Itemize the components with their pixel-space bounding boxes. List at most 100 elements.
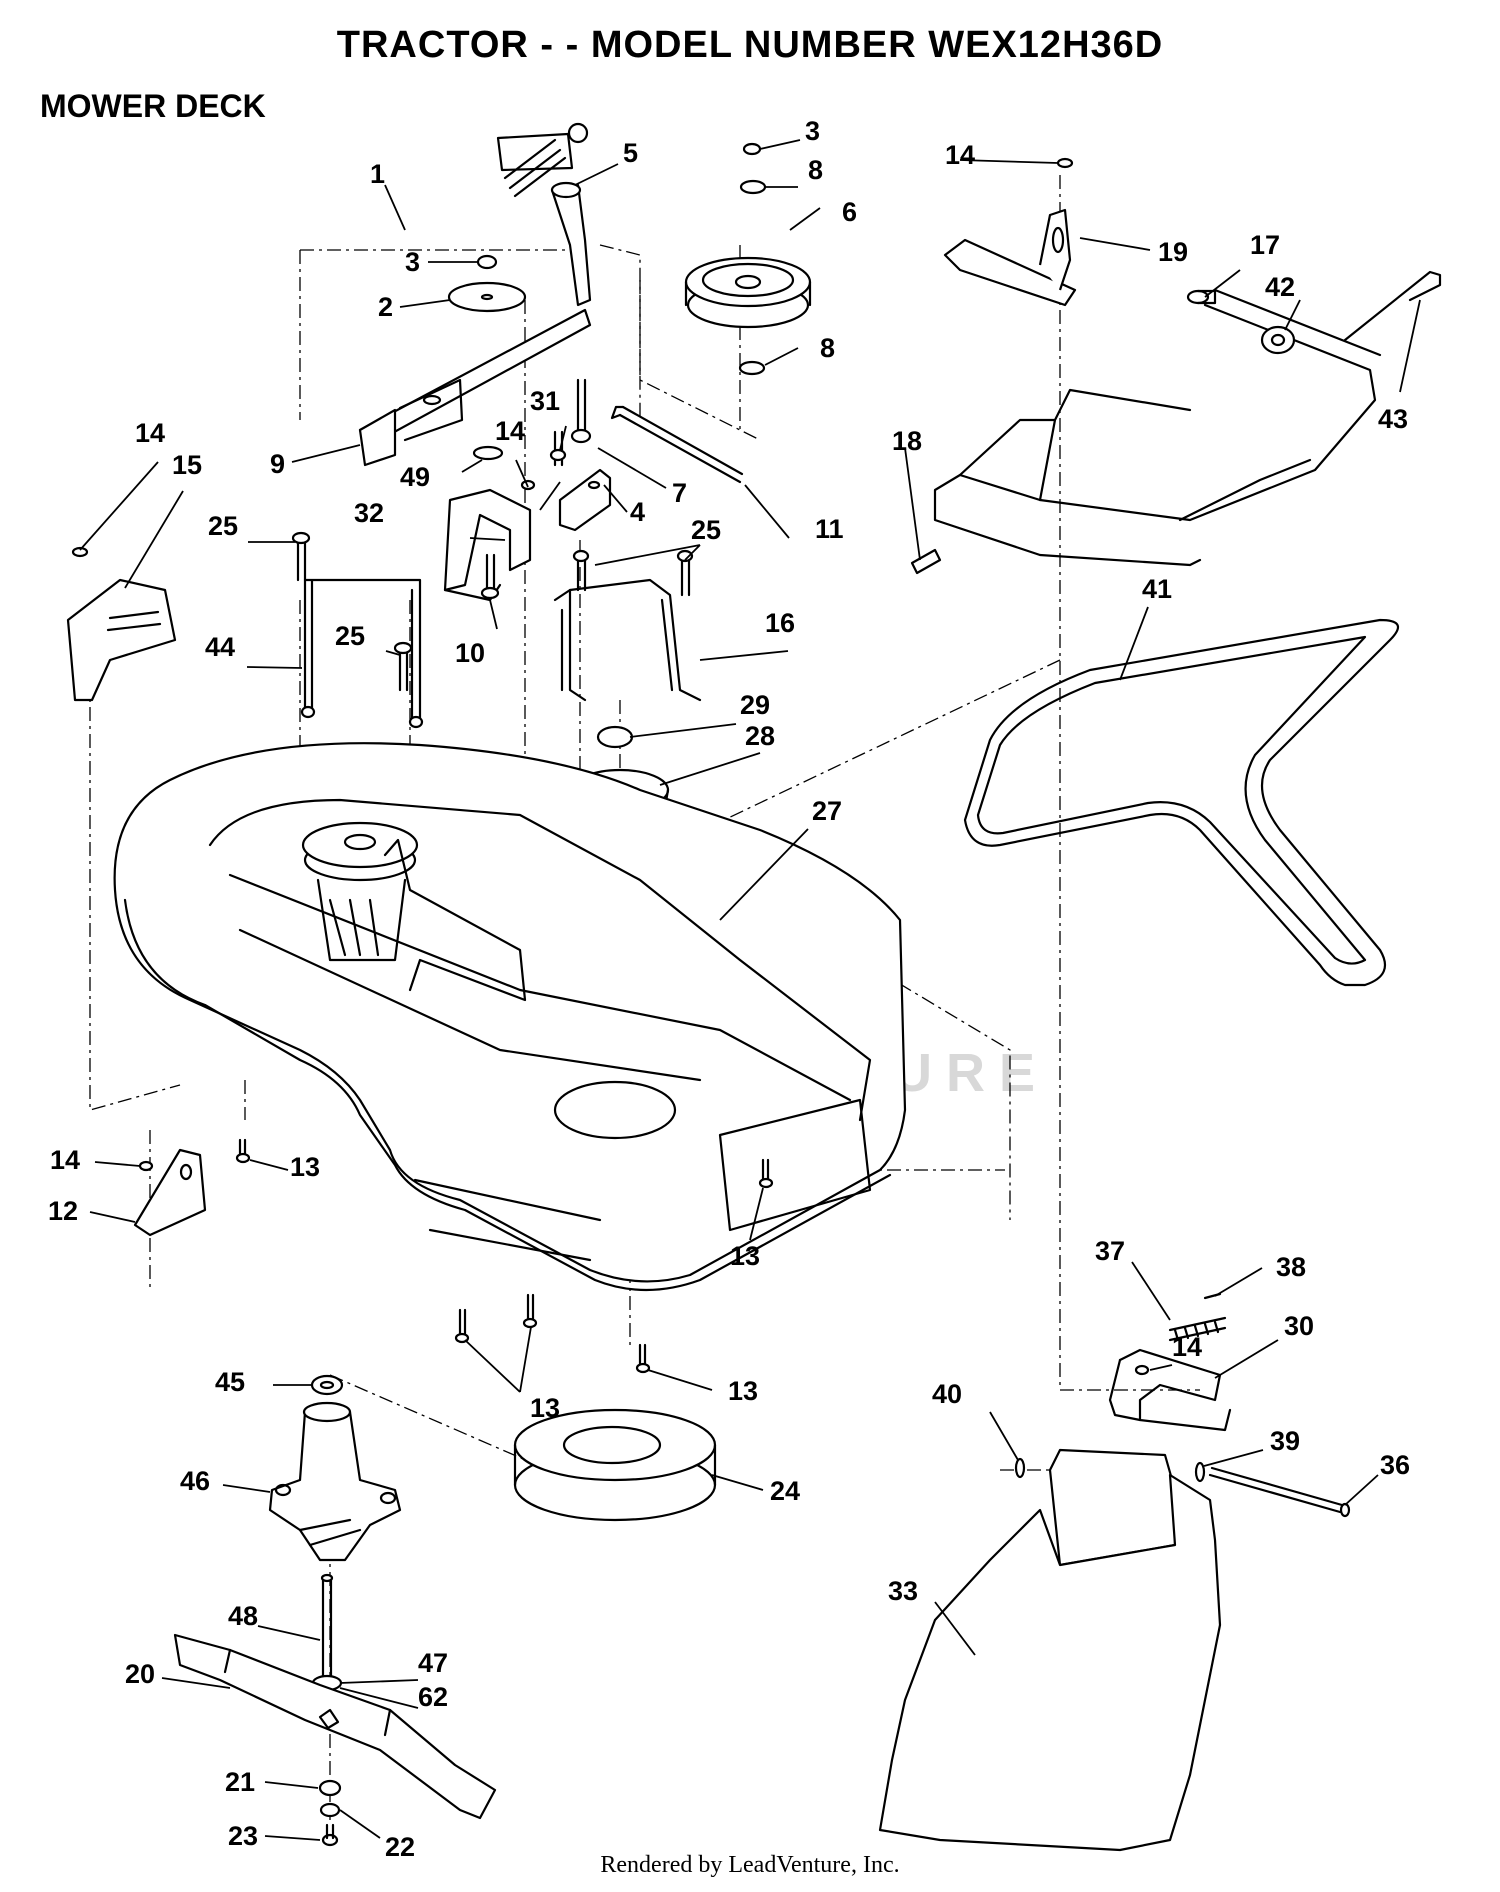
spindle-housing-46 bbox=[268, 1401, 402, 1562]
washer-2 bbox=[447, 281, 527, 313]
callout-13: 13 bbox=[530, 1393, 560, 1423]
nut-14d bbox=[138, 1160, 154, 1172]
bolt-25a bbox=[291, 531, 311, 582]
lift-plate-9 bbox=[358, 308, 592, 467]
bracket-19 bbox=[943, 208, 1077, 307]
rod-36 bbox=[1208, 1466, 1351, 1518]
callout-25: 25 bbox=[691, 515, 721, 545]
bolt-25b bbox=[393, 641, 413, 692]
callout-5: 5 bbox=[623, 138, 638, 168]
spring-37 bbox=[1168, 1316, 1227, 1342]
callout-44: 44 bbox=[205, 632, 235, 662]
callout-9: 9 bbox=[270, 449, 285, 479]
bearing-45 bbox=[310, 1374, 344, 1396]
callout-42: 42 bbox=[1265, 272, 1295, 302]
callout-47: 47 bbox=[418, 1648, 448, 1678]
washer-22 bbox=[319, 1802, 341, 1818]
callout-14: 14 bbox=[1172, 1332, 1202, 1362]
callout-28: 28 bbox=[745, 721, 775, 751]
callout-16: 16 bbox=[765, 608, 795, 638]
callout-37: 37 bbox=[1095, 1236, 1125, 1266]
bolt-13a bbox=[235, 1138, 251, 1164]
lever-5 bbox=[550, 181, 592, 307]
bolt-10 bbox=[480, 553, 500, 600]
bolt-23 bbox=[321, 1823, 339, 1847]
callout-7: 7 bbox=[672, 478, 687, 508]
callout-23: 23 bbox=[228, 1821, 258, 1851]
handle-frame bbox=[933, 288, 1382, 567]
callout-46: 46 bbox=[180, 1466, 210, 1496]
callout-13: 13 bbox=[730, 1241, 760, 1271]
callout-31: 31 bbox=[530, 386, 560, 416]
washer-39 bbox=[1194, 1461, 1206, 1483]
footer-credit: Rendered by LeadVenture, Inc. bbox=[600, 1852, 900, 1878]
ring-24 bbox=[513, 1408, 717, 1522]
nut-3b bbox=[742, 142, 762, 156]
callout-30: 30 bbox=[1284, 1311, 1314, 1341]
spring-1 bbox=[496, 122, 589, 198]
callout-62: 62 bbox=[418, 1682, 448, 1712]
bracket-30 bbox=[1108, 1348, 1232, 1432]
washer-8a bbox=[739, 179, 767, 195]
callout-24: 24 bbox=[770, 1476, 800, 1506]
callout-48: 48 bbox=[228, 1601, 258, 1631]
callout-17: 17 bbox=[1250, 230, 1280, 260]
bracket-15 bbox=[66, 578, 177, 702]
callout-25: 25 bbox=[335, 621, 365, 651]
callout-29: 29 bbox=[740, 690, 770, 720]
callout-36: 36 bbox=[1380, 1450, 1410, 1480]
bolt-31 bbox=[549, 430, 567, 467]
callout-21: 21 bbox=[225, 1767, 255, 1797]
callout-15: 15 bbox=[172, 450, 202, 480]
hanger-16 bbox=[553, 578, 702, 702]
bolt-13c bbox=[454, 1293, 538, 1344]
callout-45: 45 bbox=[215, 1367, 245, 1397]
callout-1: 1 bbox=[370, 159, 385, 189]
idler-pulley-6 bbox=[684, 256, 812, 329]
callout-14: 14 bbox=[945, 140, 975, 170]
section-title: MOWER DECK bbox=[40, 88, 266, 124]
callout-8: 8 bbox=[820, 333, 835, 363]
callout-40: 40 bbox=[932, 1379, 962, 1409]
callout-43: 43 bbox=[1378, 404, 1408, 434]
bracket-12 bbox=[133, 1148, 207, 1237]
callout-39: 39 bbox=[1270, 1426, 1300, 1456]
callout-32: 32 bbox=[354, 498, 384, 528]
nut-14e bbox=[1134, 1364, 1150, 1376]
nut-3a bbox=[476, 254, 498, 270]
callout-3: 3 bbox=[805, 116, 820, 146]
callout-2: 2 bbox=[378, 292, 393, 322]
washer-8b bbox=[738, 360, 766, 376]
callout-13: 13 bbox=[728, 1376, 758, 1406]
callout-6: 6 bbox=[842, 197, 857, 227]
leader-lines bbox=[79, 139, 1421, 1841]
bracket-4 bbox=[558, 468, 612, 532]
callout-27: 27 bbox=[812, 796, 842, 826]
bolt-13b bbox=[758, 1158, 774, 1189]
hanger-44 bbox=[300, 578, 424, 729]
callout-38: 38 bbox=[1276, 1252, 1306, 1282]
callout-33: 33 bbox=[888, 1576, 918, 1606]
callout-3: 3 bbox=[405, 247, 420, 277]
grass-bag-33 bbox=[878, 1448, 1222, 1852]
callout-labels: 1 2 3 3 4 5 6 7 8 8 9 10 11 12 13 13 13 … bbox=[48, 116, 1410, 1862]
callout-49: 49 bbox=[400, 462, 430, 492]
callout-41: 41 bbox=[1142, 574, 1172, 604]
deck-27 bbox=[113, 742, 907, 1292]
callout-14: 14 bbox=[50, 1145, 80, 1175]
washer-21 bbox=[318, 1779, 342, 1797]
pin-17 bbox=[1186, 289, 1217, 305]
callout-13: 13 bbox=[290, 1152, 320, 1182]
callout-10: 10 bbox=[455, 638, 485, 668]
rod-11 bbox=[610, 405, 744, 484]
belt-41 bbox=[963, 618, 1400, 987]
nut-14c bbox=[1056, 157, 1074, 169]
callout-19: 19 bbox=[1158, 237, 1188, 267]
pin-18 bbox=[910, 548, 942, 575]
callout-18: 18 bbox=[892, 426, 922, 456]
callout-20: 20 bbox=[125, 1659, 155, 1689]
bolt-7 bbox=[570, 378, 592, 444]
page-title: TRACTOR - - MODEL NUMBER WEX12H36D bbox=[336, 24, 1164, 66]
nut-14a bbox=[71, 546, 89, 558]
bolt-25c bbox=[572, 549, 694, 597]
